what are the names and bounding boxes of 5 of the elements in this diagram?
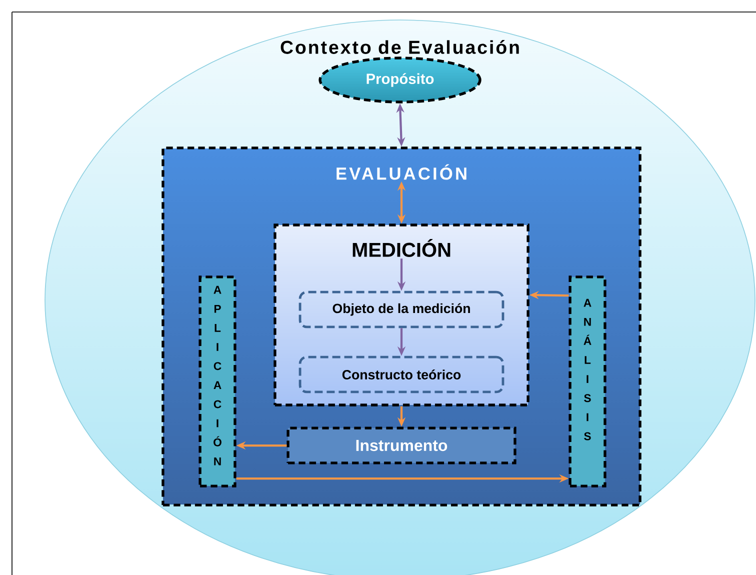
process-box: Constructo teórico <box>298 356 504 394</box>
vertical-bar: ANÁLISIS <box>568 276 606 488</box>
process-box: Objeto de la medición <box>298 290 504 328</box>
vertical-bar: APLICACIÓN <box>198 276 236 488</box>
process-box: Instrumento <box>286 426 516 464</box>
